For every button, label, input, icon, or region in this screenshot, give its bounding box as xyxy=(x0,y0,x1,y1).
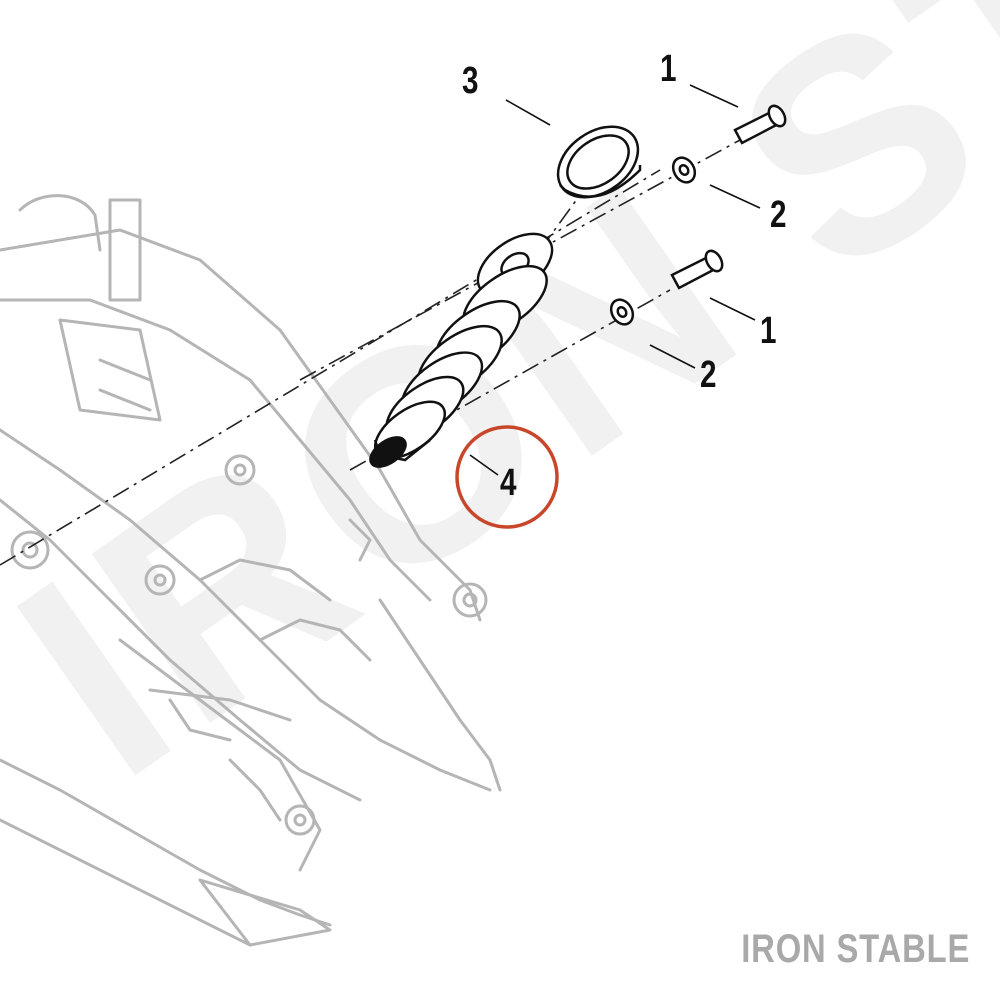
callout-1-lower: 1 xyxy=(760,310,777,352)
brand-logo-text: IRON STABLE xyxy=(741,927,970,971)
highlight-ring xyxy=(455,425,559,529)
upper-washer xyxy=(671,156,697,184)
lower-washer xyxy=(609,298,635,326)
spring-preload-cap xyxy=(556,125,642,199)
rear-shock-absorber xyxy=(369,232,554,468)
callout-3: 3 xyxy=(462,60,479,102)
callout-2-upper: 2 xyxy=(770,194,787,236)
callout-4: 4 xyxy=(500,462,517,504)
callout-1-upper: 1 xyxy=(660,48,677,90)
callout-2-lower: 2 xyxy=(700,354,717,396)
leader-lines xyxy=(469,84,761,476)
motorcycle-frame xyxy=(0,194,502,947)
upper-mounting-bolt xyxy=(733,104,787,145)
lower-mounting-bolt xyxy=(670,249,724,290)
